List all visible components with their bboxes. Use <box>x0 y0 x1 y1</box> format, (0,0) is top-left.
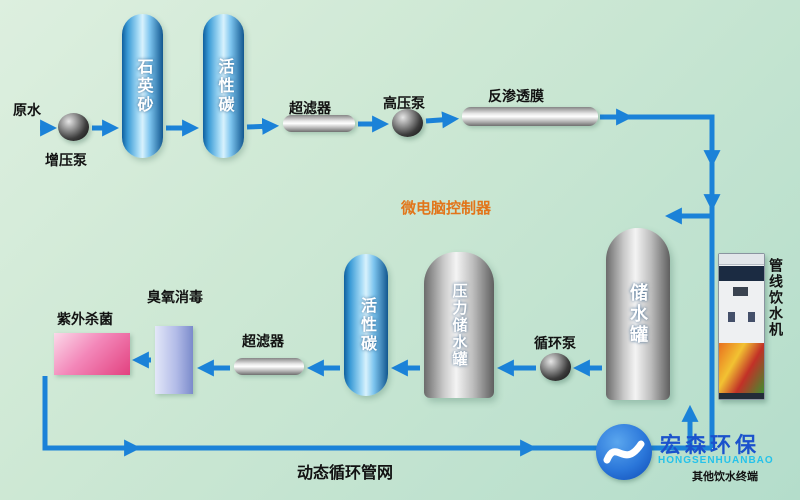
pipe-hppump-ro <box>425 111 460 129</box>
controller-label: 微电脑控制器 <box>401 200 492 217</box>
pressure-tank: 压力储水罐 <box>424 252 494 398</box>
storage-tank-label: 储水罐 <box>628 282 648 346</box>
dispenser-top-panel <box>719 254 764 265</box>
circulation-pump <box>540 353 571 381</box>
pressure-tank-label: 压力储水罐 <box>450 282 468 368</box>
high-pressure-pump <box>392 109 423 137</box>
pipe-carbon-uf1 <box>246 117 280 135</box>
high-pressure-pump-label: 高压泵 <box>383 95 425 111</box>
ro-membrane-label: 反渗透膜 <box>488 88 544 104</box>
activated-carbon-top-column: 活性碳 <box>203 14 244 158</box>
pipe-network-label: 动态循环管网 <box>297 465 394 482</box>
activated-carbon-bottom-label: 活性碳 <box>358 296 375 354</box>
dispenser-dark-panel <box>719 266 764 281</box>
booster-pump-label: 增压泵 <box>45 152 87 168</box>
logo-name-cn: 宏森环保 <box>660 434 760 457</box>
storage-tank: 储水罐 <box>606 228 670 400</box>
quartz-sand-label: 石英砂 <box>134 57 152 115</box>
dispenser-fruit-graphic <box>719 343 764 393</box>
ultrafilter-bottom <box>234 358 304 375</box>
dispenser-tap-left <box>728 312 735 322</box>
ultrafilter-bottom-label: 超滤器 <box>242 333 284 349</box>
logo-name-en: HONGSENHUANBAO <box>658 455 774 466</box>
dispenser-base <box>719 393 764 399</box>
water-dispenser <box>718 253 765 400</box>
activated-carbon-bottom-column: 活性碳 <box>344 254 388 396</box>
other-terminals-label: 其他饮水终端 <box>692 471 758 483</box>
booster-pump <box>58 113 89 141</box>
quartz-sand-column: 石英砂 <box>122 14 163 158</box>
ultrafilter-top <box>283 115 355 132</box>
dispenser-tap-right <box>748 312 755 322</box>
dispenser-label: 管线饮水机 <box>768 258 784 338</box>
ozone-label: 臭氧消毒 <box>147 289 203 305</box>
ro-membrane <box>462 107 598 126</box>
uv-sterilizer <box>54 333 130 375</box>
ultrafilter-top-label: 超滤器 <box>289 100 331 116</box>
dispenser-screen <box>733 287 748 296</box>
circulation-pump-label: 循环泵 <box>534 335 576 351</box>
ozone-unit <box>155 326 193 394</box>
activated-carbon-top-label: 活性碳 <box>215 57 233 115</box>
logo-swirl-icon <box>603 440 645 464</box>
raw-water-label: 原水 <box>13 102 41 118</box>
uv-label: 紫外杀菌 <box>57 311 113 327</box>
logo-icon <box>596 424 652 480</box>
